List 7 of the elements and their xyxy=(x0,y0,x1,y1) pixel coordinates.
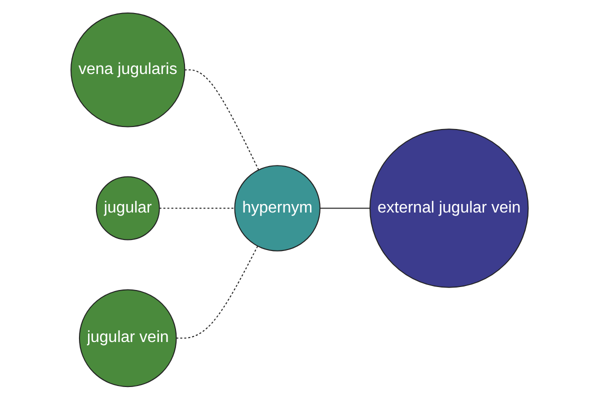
connector xyxy=(184,70,260,171)
connector xyxy=(176,246,259,339)
node-circle: vena jugularis xyxy=(70,12,186,128)
connector xyxy=(159,208,236,209)
connector xyxy=(320,208,371,209)
node-circle: external jugular vein xyxy=(370,128,530,288)
node-circle: hypernym xyxy=(234,165,321,252)
